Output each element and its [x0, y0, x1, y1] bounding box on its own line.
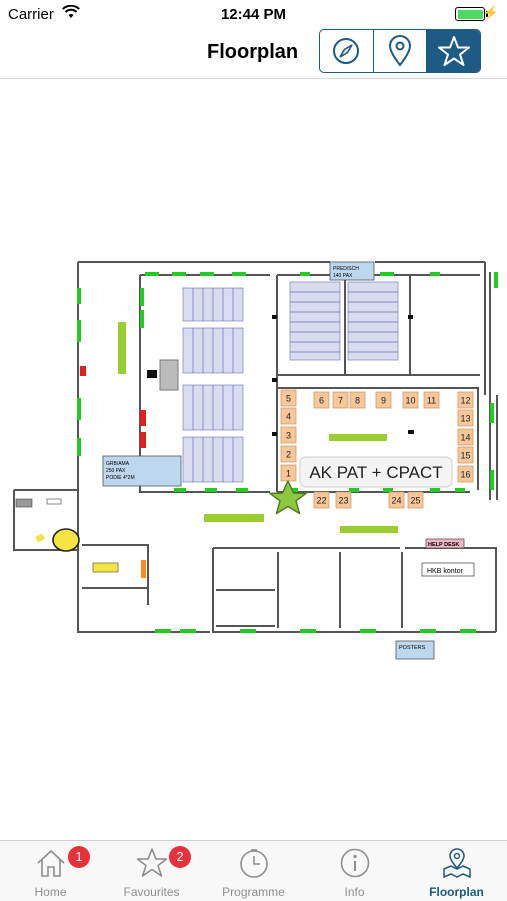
tab-programme[interactable]: Programme — [203, 841, 304, 901]
booth-label: 8 — [355, 396, 360, 406]
booth-23[interactable]: 23 — [336, 492, 351, 508]
location-pin-icon — [387, 35, 413, 67]
page-title: Floorplan — [207, 41, 298, 64]
booth-label: 23 — [338, 496, 348, 506]
booth-label: 25 — [410, 496, 420, 506]
compass-segment[interactable] — [320, 30, 374, 72]
booth-label: 6 — [319, 396, 324, 406]
hkb-office[interactable]: HKB kontor — [422, 563, 474, 576]
star-icon — [437, 35, 471, 67]
booth-label: 9 — [381, 396, 386, 406]
tab-favourites[interactable]: 2 Favourites — [101, 841, 202, 901]
location-segment[interactable] — [374, 30, 428, 72]
tab-floorplan-label: Floorplan — [406, 885, 507, 899]
tab-home-label: Home — [0, 885, 101, 899]
booth-5[interactable]: 5 — [281, 390, 296, 406]
booth-label: 5 — [286, 394, 291, 404]
room-grb-label-1: GRB/AMA — [106, 461, 130, 467]
booth-1[interactable]: 1 — [281, 465, 296, 481]
svg-text:POSTERS: POSTERS — [399, 645, 426, 651]
svg-text:HKB kontor: HKB kontor — [427, 568, 463, 575]
booth-22[interactable]: 22 — [314, 492, 329, 508]
booth-13[interactable]: 13 — [458, 410, 473, 426]
clock-time: 12:44 PM — [0, 6, 507, 23]
booth-label: 13 — [460, 414, 470, 424]
location-star-marker[interactable] — [270, 481, 306, 514]
info-icon — [339, 847, 371, 879]
floorplan-drawing[interactable]: PRED/SCH 140 PAX GRB/AMA 250 PAX PODIE 4… — [0, 79, 507, 839]
compass-icon — [331, 36, 361, 66]
booth-15[interactable]: 15 — [458, 447, 473, 463]
status-bar: Carrier 12:44 PM ⚡ — [0, 0, 507, 28]
booth-label: 24 — [391, 496, 401, 506]
tab-favourites-label: Favourites — [101, 885, 202, 899]
booth-label: 22 — [316, 496, 326, 506]
tab-floorplan[interactable]: Floorplan — [406, 841, 507, 901]
booth-label: 15 — [460, 451, 470, 461]
booth-2[interactable]: 2 — [281, 446, 296, 462]
booth-25[interactable]: 25 — [408, 492, 423, 508]
tab-programme-label: Programme — [203, 885, 304, 899]
booth-11[interactable]: 11 — [424, 392, 439, 408]
clock-icon — [238, 847, 270, 879]
tab-bar: 1 Home 2 Favourites Programme Info Floor… — [0, 840, 507, 901]
favourites-badge: 2 — [169, 846, 191, 868]
booth-label: 16 — [460, 470, 470, 480]
booth-label: 3 — [286, 431, 291, 441]
favourites-segment[interactable] — [427, 30, 480, 72]
booth-24[interactable]: 24 — [389, 492, 404, 508]
marker-callout[interactable]: AK PAT + CPACT — [300, 457, 452, 487]
booth-9[interactable]: 9 — [376, 392, 391, 408]
booth-label: 2 — [286, 450, 291, 460]
room-pred-label-2: 140 PAX — [333, 273, 353, 279]
booth-12[interactable]: 12 — [458, 392, 473, 408]
floorplan-map[interactable]: PRED/SCH 140 PAX GRB/AMA 250 PAX PODIE 4… — [0, 79, 507, 839]
booth-label: 14 — [460, 433, 470, 443]
help-desk[interactable]: HELP DESK — [426, 539, 464, 548]
room-grb[interactable]: GRB/AMA 250 PAX PODIE 4*2M — [103, 456, 181, 486]
booth-14[interactable]: 14 — [458, 429, 473, 445]
star-icon — [136, 847, 168, 879]
home-badge: 1 — [68, 846, 90, 868]
tab-info-label: Info — [304, 885, 405, 899]
booth-label: 4 — [286, 412, 291, 422]
booth-label: 11 — [427, 396, 436, 406]
booth-7[interactable]: 7 — [333, 392, 348, 408]
tab-home[interactable]: 1 Home — [0, 841, 101, 901]
home-icon — [35, 847, 67, 879]
booth-8[interactable]: 8 — [350, 392, 365, 408]
map-pin-icon — [441, 847, 473, 879]
booth-10[interactable]: 10 — [403, 392, 418, 408]
booth-label: 1 — [286, 469, 291, 479]
charging-icon: ⚡ — [483, 5, 499, 21]
room-pred-label-1: PRED/SCH — [333, 266, 359, 272]
navigation-bar: Floorplan — [0, 28, 507, 79]
booth-label: 12 — [460, 396, 470, 406]
booth-16[interactable]: 16 — [458, 466, 473, 482]
marker-callout-label: AK PAT + CPACT — [309, 463, 442, 482]
booth-label: 10 — [405, 396, 415, 406]
room-grb-label-2: 250 PAX — [106, 468, 126, 474]
posters-area[interactable]: POSTERS — [396, 641, 434, 659]
tab-info[interactable]: Info — [304, 841, 405, 901]
room-pred[interactable]: PRED/SCH 140 PAX — [330, 262, 374, 280]
booth-label: 7 — [338, 396, 343, 406]
booth-6[interactable]: 6 — [314, 392, 329, 408]
room-grb-label-3: PODIE 4*2M — [106, 475, 135, 481]
svg-text:HELP DESK: HELP DESK — [428, 542, 459, 548]
booth-4[interactable]: 4 — [281, 408, 296, 424]
booth-3[interactable]: 3 — [281, 427, 296, 443]
view-mode-segmented-control[interactable] — [319, 29, 481, 73]
battery-icon — [455, 7, 485, 21]
